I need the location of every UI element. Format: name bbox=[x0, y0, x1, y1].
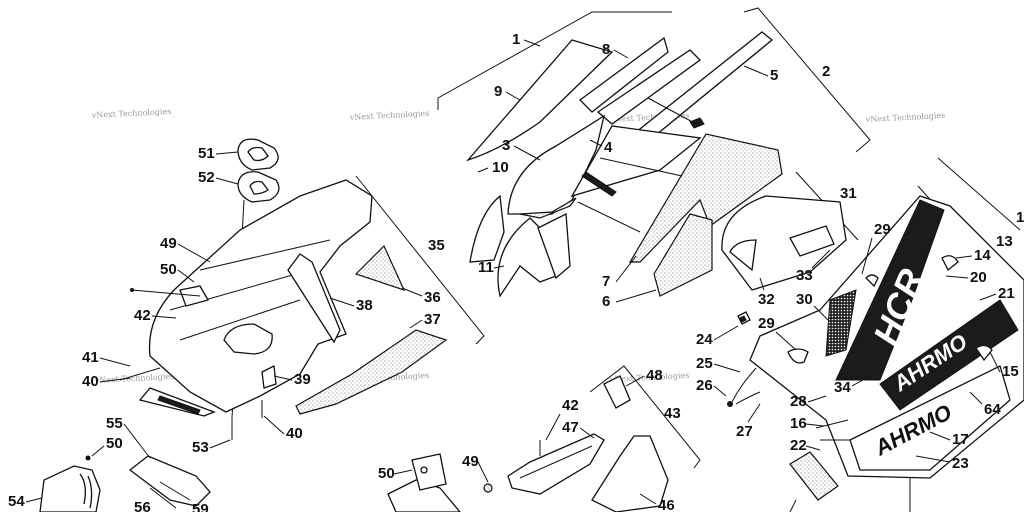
hcr-decal bbox=[835, 199, 945, 381]
part-47-trim bbox=[507, 433, 605, 495]
bottom-left-parts bbox=[39, 455, 211, 512]
callout-38: 38 bbox=[356, 297, 373, 314]
callout-4: 4 bbox=[604, 139, 613, 156]
callout-50-bottom-left: 50 bbox=[106, 435, 123, 452]
part-38-bracket bbox=[287, 253, 341, 344]
part-22-decal bbox=[789, 451, 839, 501]
callout-26: 26 bbox=[696, 377, 713, 394]
callout-23: 23 bbox=[952, 455, 969, 472]
callout-43: 43 bbox=[664, 405, 681, 422]
part-36-foam bbox=[354, 244, 406, 292]
callout-16: 16 bbox=[790, 415, 807, 432]
callout-41: 41 bbox=[82, 349, 99, 366]
callout-49-left: 49 bbox=[160, 235, 177, 252]
watermark-2: vNext Technologies bbox=[349, 109, 430, 122]
ahrmo-decal bbox=[879, 299, 1019, 411]
console-body bbox=[148, 179, 373, 413]
callout-52: 52 bbox=[198, 169, 215, 186]
callout-6: 6 bbox=[602, 293, 610, 310]
callout-1: 1 bbox=[512, 31, 520, 48]
callout-1-right: 1 bbox=[1016, 209, 1024, 226]
callout-53: 53 bbox=[192, 439, 209, 456]
callout-36: 36 bbox=[424, 289, 441, 306]
callout-11: 11 bbox=[478, 259, 494, 276]
callout-64: 64 bbox=[984, 401, 1001, 418]
callout-28: 28 bbox=[790, 393, 807, 410]
callout-5: 5 bbox=[770, 67, 778, 84]
callouts: 1 2 3 4 5 6 7 8 9 10 11 13 14 15 16 17 2… bbox=[8, 31, 1024, 512]
callout-29-upper: 29 bbox=[874, 221, 891, 238]
callout-17: 17 bbox=[952, 431, 969, 448]
part-9-windshield bbox=[466, 39, 614, 162]
callout-9: 9 bbox=[494, 83, 502, 100]
part-3-hood bbox=[507, 114, 605, 215]
part-6-foam bbox=[653, 213, 713, 297]
callout-13: 13 bbox=[996, 233, 1013, 250]
watermark-1: vNext Technologies bbox=[91, 107, 172, 120]
watermark-5: vNext Technologies bbox=[94, 372, 175, 385]
callout-33: 33 bbox=[796, 267, 813, 284]
callout-29-lower: 29 bbox=[758, 315, 775, 332]
callout-7: 7 bbox=[602, 273, 610, 290]
callout-8: 8 bbox=[602, 41, 610, 58]
callout-46: 46 bbox=[658, 497, 675, 512]
callout-42-left: 42 bbox=[134, 307, 151, 324]
callout-34: 34 bbox=[834, 379, 851, 396]
callout-20: 20 bbox=[970, 269, 987, 286]
callout-35: 35 bbox=[428, 237, 445, 254]
callout-14: 14 bbox=[974, 247, 991, 264]
callout-50-left: 50 bbox=[160, 261, 177, 278]
callout-54: 54 bbox=[8, 493, 25, 510]
part-37-foam bbox=[295, 329, 448, 415]
bottom-centre-parts bbox=[387, 365, 701, 512]
callout-10: 10 bbox=[492, 159, 509, 176]
callout-3: 3 bbox=[502, 137, 510, 154]
watermark-4: vNext Technologies bbox=[865, 111, 946, 124]
side-panel-group: HCR AHRMO AHRMO bbox=[721, 157, 1024, 512]
hood-group bbox=[437, 7, 871, 298]
console-group bbox=[119, 138, 485, 440]
part-7-foam bbox=[628, 133, 783, 263]
callout-24: 24 bbox=[696, 331, 713, 348]
callout-2: 2 bbox=[822, 63, 830, 80]
part-50-bracket bbox=[387, 479, 461, 512]
callout-21: 21 bbox=[998, 285, 1015, 302]
callout-22: 22 bbox=[790, 437, 807, 454]
mesh-grille bbox=[825, 289, 857, 357]
part-46-panel bbox=[591, 435, 669, 512]
callout-59: 59 bbox=[192, 501, 209, 512]
callout-31: 31 bbox=[840, 185, 857, 202]
callout-25: 25 bbox=[696, 355, 713, 372]
callout-48: 48 bbox=[646, 367, 663, 384]
watermark-7: vNext Technologies bbox=[609, 371, 690, 384]
part-8-trim bbox=[579, 36, 669, 113]
callout-51: 51 bbox=[198, 145, 215, 162]
callout-32: 32 bbox=[758, 291, 775, 308]
callout-30: 30 bbox=[796, 291, 813, 308]
callout-40-left: 40 bbox=[82, 373, 99, 390]
part-10-side-panel bbox=[469, 194, 505, 263]
callout-55: 55 bbox=[106, 415, 123, 432]
callout-37: 37 bbox=[424, 311, 441, 328]
callout-15: 15 bbox=[1002, 363, 1019, 380]
callout-50-bottom: 50 bbox=[378, 465, 395, 482]
callout-42-bottom: 42 bbox=[562, 397, 579, 414]
callout-47: 47 bbox=[562, 419, 579, 436]
callout-56: 56 bbox=[134, 499, 151, 512]
callout-27: 27 bbox=[736, 423, 753, 440]
callout-39: 39 bbox=[294, 371, 311, 388]
callout-40-right: 40 bbox=[286, 425, 303, 442]
callout-49-bottom: 49 bbox=[462, 453, 479, 470]
